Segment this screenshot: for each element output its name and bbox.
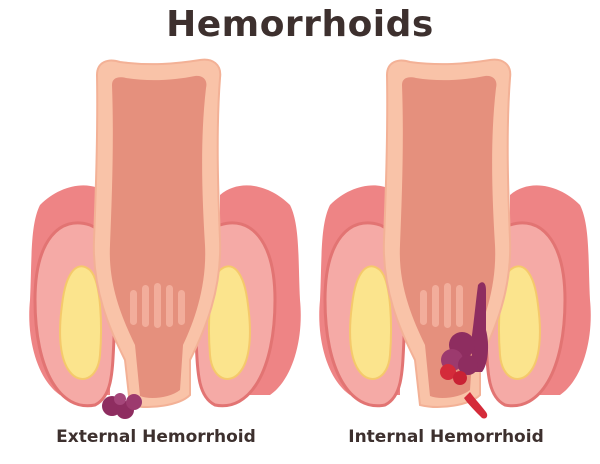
right-fat-pad: [498, 265, 541, 380]
right-fat-pad: [208, 265, 251, 380]
anal-columns: [130, 283, 185, 328]
internal-hemorrhoid-label: Internal Hemorrhoid: [348, 427, 544, 447]
internal-hemorrhoid-illustration: [319, 58, 591, 419]
left-fat-pad: [349, 265, 392, 380]
external-hemorrhoid: [102, 393, 142, 419]
external-hemorrhoid-label: External Hemorrhoid: [56, 427, 256, 447]
blood-trickle: [464, 392, 488, 419]
external-hemorrhoid-illustration: [29, 58, 301, 419]
internal-hemorrhoid: [440, 282, 489, 385]
anal-columns: [420, 283, 463, 328]
page-title: Hemorrhoids: [166, 4, 434, 45]
left-fat-pad: [59, 265, 102, 380]
